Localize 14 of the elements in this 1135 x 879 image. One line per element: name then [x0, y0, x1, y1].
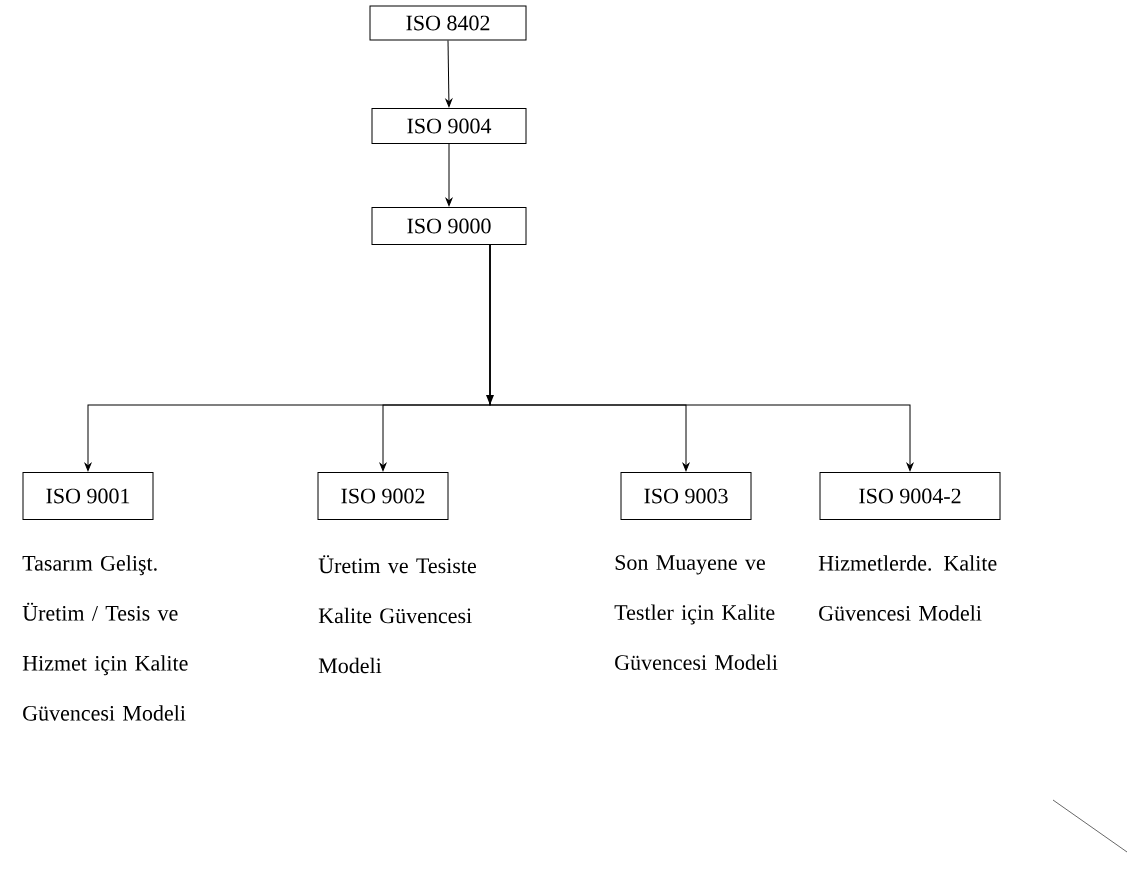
description-text: Hizmetlerde. Kalite Güvencesi Modeli — [818, 555, 997, 621]
arrow — [445, 40, 453, 108]
description-text: Son Muayene ve Testler için Kalite Güvencesi Modeli — [614, 555, 778, 670]
standard-box: ISO 9003 — [620, 472, 752, 520]
standard-box: ISO 9000 — [371, 207, 527, 245]
standard-box: ISO 8402 — [369, 5, 527, 41]
arrow — [445, 143, 453, 207]
description-text: Üretim ve Tesiste Kalite Güvencesi Modeli — [318, 555, 476, 674]
standard-box: ISO 9001 — [22, 472, 154, 520]
standard-box: ISO 9004-2 — [819, 472, 1001, 520]
description-text: Tasarım Gelişt. Üretim / Tesis ve Hizmet için Kalite Güvencesi Modeli — [22, 555, 188, 721]
standard-box: ISO 9002 — [317, 472, 449, 520]
arrow — [489, 244, 914, 472]
standard-box: ISO 9004 — [371, 108, 527, 144]
